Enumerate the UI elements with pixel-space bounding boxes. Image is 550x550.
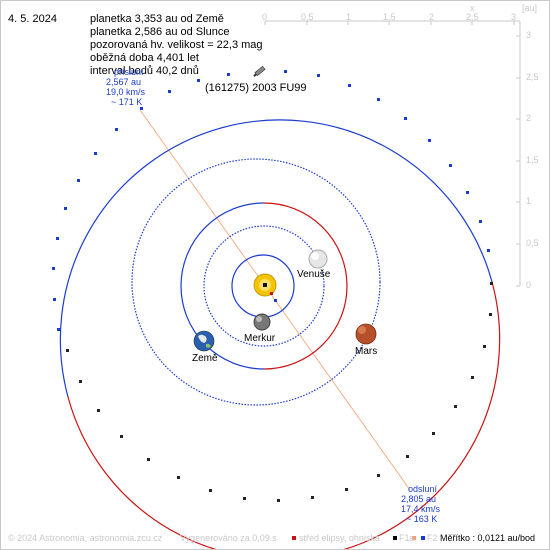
orbital-period: oběžná doba 4,401 let [90, 52, 199, 64]
asteroid-orbit-red [67, 281, 501, 550]
x-tick: 0 [262, 12, 268, 22]
y-tick: 3 [526, 30, 532, 40]
aphelion-distance: 2,805 au [401, 494, 437, 504]
date-label: 4. 5. 2024 [8, 13, 57, 25]
y-unit-label: [au] [522, 3, 538, 13]
earth-orbit-blue [180, 202, 265, 370]
earth-distance: planetka 3,353 au od Země [90, 13, 224, 25]
aphelion-temp: ~ 163 K [406, 514, 438, 524]
mars-orbit [131, 158, 381, 406]
x-tick: 1 [346, 12, 352, 22]
legend-f1: F1 [399, 533, 410, 543]
asteroid-icon [253, 65, 266, 77]
y-tick: 2,5 [526, 72, 539, 82]
object-name: (161275) 2003 FU99 [205, 82, 307, 94]
y-tick: 1 [526, 196, 532, 206]
scale-label: Měřítko : 0,0121 au/bod [440, 533, 536, 543]
earth [193, 330, 215, 352]
y-tick: 0 [526, 280, 532, 290]
earth-label: Země [192, 353, 218, 364]
x-tick: 2 [429, 12, 435, 22]
ellipse-center [270, 292, 273, 295]
mercury-label: Merkur [244, 333, 276, 344]
y-tick: 1,5 [526, 155, 539, 165]
x-axis-label: x [470, 3, 475, 13]
perihelion-title: přísluní [114, 67, 144, 77]
orbit-points-red [66, 282, 493, 502]
sun [253, 273, 277, 297]
venus [308, 249, 328, 269]
x-tick: 3 [511, 12, 517, 22]
venus-label: Venuše [297, 269, 331, 280]
mercury [253, 313, 271, 331]
y-tick: 0,5 [526, 238, 539, 248]
sun-distance: planetka 2,586 au od Slunce [90, 26, 230, 38]
point-interval: interval bodů 40,2 dnů [90, 65, 199, 77]
copyright: © 2024 Astronomia, astronomia.zcu.cz [8, 533, 163, 543]
mars [355, 323, 377, 345]
y-scale [516, 21, 521, 287]
x-scale [264, 20, 520, 25]
legend-center: střed elipsy, ohniska [299, 533, 380, 543]
info-panel: planetka 3,353 au od Země planetka 2,586… [90, 13, 263, 78]
x-tick: 1,5 [383, 12, 396, 22]
legend-a: a [409, 533, 415, 543]
magnitude: pozorovaná hv. velikost = 22,3 mag [90, 39, 263, 51]
legend-f2: F2 [427, 533, 438, 543]
x-tick: 0,5 [301, 12, 314, 22]
perihelion-distance: 2,567 au [106, 77, 142, 87]
earth-orbit-red [263, 202, 348, 370]
aphelion-title: odsluní [408, 484, 438, 494]
asteroid-orbit-blue [59, 119, 493, 398]
mars-label: Mars [355, 346, 378, 357]
focus-f2 [274, 299, 277, 302]
perihelion-temp: ~ 171 K [111, 97, 143, 107]
orbit-points [52, 70, 490, 331]
perihelion-speed: 19,0 km/s [106, 87, 146, 97]
generation-time: Vygenerováno za 0,09 s [180, 533, 277, 543]
aphelion-speed: 17,4 km/s [401, 504, 441, 514]
venus-orbit [203, 225, 325, 347]
y-tick: 2 [526, 113, 532, 123]
x-tick: 2,5 [466, 12, 479, 22]
